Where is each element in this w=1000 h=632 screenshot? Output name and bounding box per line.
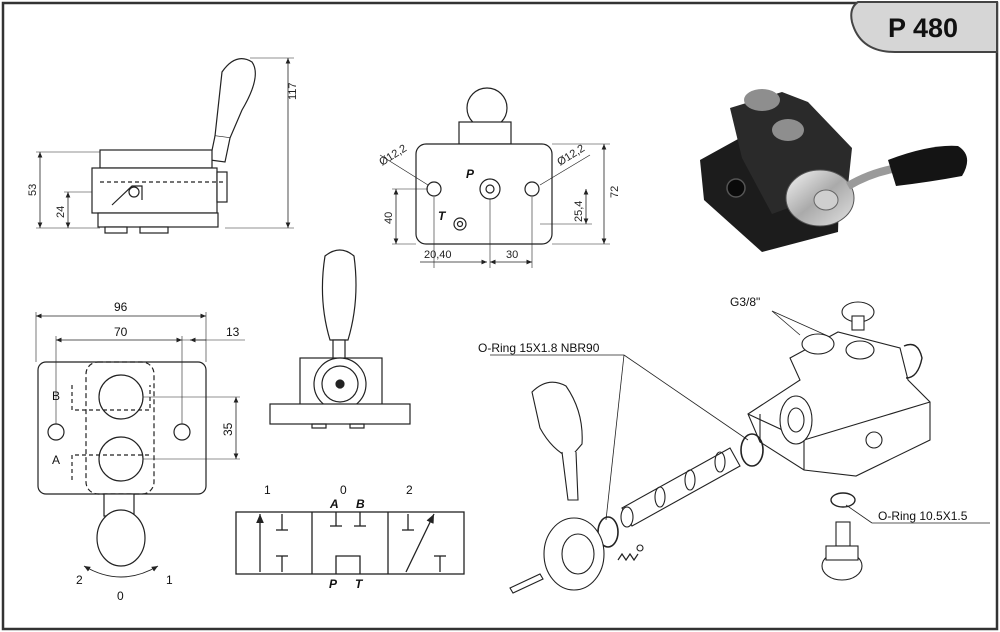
label-lever-pos-2: 2 (76, 573, 83, 587)
dim-front-35: 35 (221, 422, 235, 436)
model-code: P 480 (888, 13, 958, 43)
o-ring-large-1 (740, 433, 764, 467)
label-port-p: P (466, 167, 475, 181)
hydraulic-symbol (235, 511, 465, 575)
label-symbol-port-p: P (329, 577, 338, 591)
label-hole-left: Ø12,2 (377, 142, 409, 168)
label-o-ring-large: O-Ring 15X1.8 NBR90 (478, 341, 600, 355)
dim-front-70: 70 (114, 325, 128, 339)
label-lever-pos-0: 0 (117, 589, 124, 603)
label-port-t: T (438, 209, 447, 223)
dim-front-96: 96 (114, 300, 128, 314)
dim-front-13: 13 (226, 325, 240, 339)
label-front-port-b: B (52, 389, 60, 403)
label-front-port-a: A (52, 453, 60, 467)
port-t-hole (453, 217, 467, 231)
top-view (379, 87, 610, 268)
dim-side-24: 24 (55, 206, 67, 218)
model-badge: P 480 (850, 1, 998, 53)
dim-top-30: 30 (506, 249, 518, 261)
o-ring-small (830, 492, 856, 508)
dim-side-53: 53 (27, 184, 39, 196)
dim-top-40: 40 (383, 212, 395, 224)
end-view (269, 249, 411, 429)
label-hole-right: Ø12,2 (555, 142, 587, 168)
label-symbol-pos-2: 2 (406, 483, 413, 497)
label-symbol-port-b: B (356, 497, 365, 511)
label-symbol-pos-0: 0 (340, 483, 347, 497)
dim-top-72: 72 (609, 186, 621, 198)
dim-side-117: 117 (287, 82, 299, 100)
side-view (36, 57, 294, 234)
mount-hole-right (524, 181, 540, 197)
label-thread-g38: G3/8" (730, 295, 760, 309)
front-plan-view (35, 312, 245, 578)
exploded-view (490, 301, 990, 594)
label-symbol-port-t: T (355, 577, 364, 591)
label-symbol-port-a: A (329, 497, 339, 511)
label-o-ring-small: O-Ring 10.5X1.5 (878, 509, 968, 523)
label-lever-pos-1: 1 (166, 573, 173, 587)
dim-top-2040: 20,40 (424, 249, 452, 261)
dim-top-254: 25,4 (573, 201, 585, 222)
label-symbol-pos-1: 1 (264, 483, 271, 497)
product-photo (700, 89, 968, 252)
